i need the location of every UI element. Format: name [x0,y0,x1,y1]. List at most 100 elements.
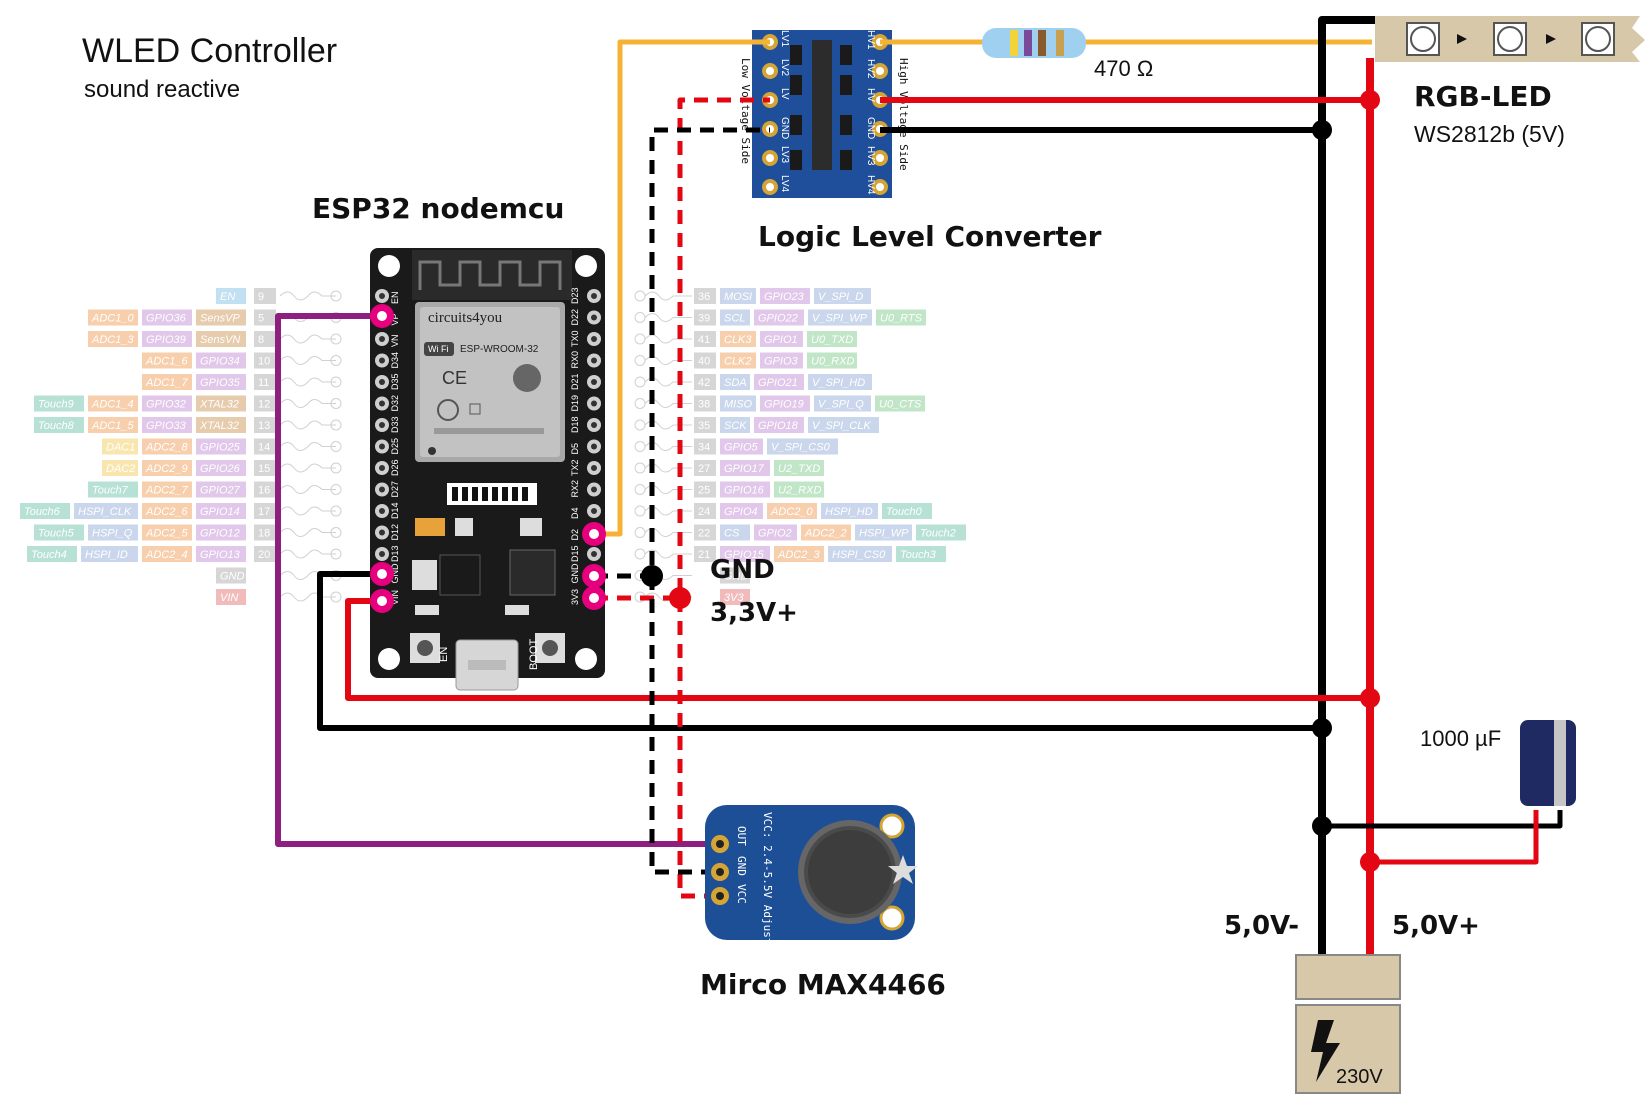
v5-esp-wire [345,598,1370,701]
esp32-header-label: D27 [390,481,400,498]
rgb-led-label: RGB-LED [1414,80,1552,113]
pinout-label: SCL [724,313,745,325]
pinout-label-box [196,503,246,519]
pinout-label-box [720,417,750,433]
pinout-label-box [882,503,932,519]
power-supply [1295,954,1401,1094]
pinout-label-box [767,503,817,519]
pinout-label: XTAL32 [199,399,239,411]
pinout-label: GPIO25 [200,442,241,454]
pinout-label-box [142,352,192,369]
pinout-label-box [855,524,912,541]
pinout-label-box [196,309,246,326]
pinout-label: HSPI_CS0 [832,549,886,561]
esp32-header-label: GND [570,563,580,584]
pinout-label: GND [724,571,749,583]
diagram-title: WLED Controller [82,32,338,70]
pinout-number: 40 [698,356,710,368]
pinout-number-box [254,546,276,562]
pinout-label-box [142,417,192,433]
pinout-label: Touch0 [886,506,923,518]
pinout-label-box [196,374,246,390]
pinout-number-box [254,374,276,390]
pinout-label-box [754,417,804,433]
pinout-label-box [754,524,797,541]
gnd-rail [1318,16,1375,958]
pinout-number: 5 [258,313,264,325]
pinout-number-box [694,481,716,498]
esp32-header-label: RX0 [570,351,580,369]
pinout-number-box [694,395,716,412]
pinout-number: 34 [698,442,710,454]
gnd-esp-wire [317,571,1322,731]
mic-out-wire [275,313,720,847]
pinout-number: 20 [258,549,270,561]
pinout-label: GPIO23 [764,291,805,303]
pinout-label: GPIO26 [200,463,241,475]
llc-pin-label: GND [865,117,876,139]
pinout-number-box [254,417,276,433]
pinout-label: ADC2_7 [145,485,188,497]
pinout-label-box [720,309,750,326]
mains-label: 230V [1336,1066,1383,1088]
pinout-label-box [808,374,872,390]
esp32-header-label: RX2 [570,480,580,498]
pinout-number-box [254,352,276,369]
pinout-label-box [808,309,872,326]
pinout-label-box [720,546,770,562]
pinout-number-box [254,438,276,455]
pinout-number-box [694,309,716,326]
pinout-label: V_SPI_Q [818,399,864,411]
pinout-label-box [196,417,246,433]
pinout-label: Touch3 [900,549,937,561]
pinout-label-box [196,546,246,562]
pinout-label-box [720,331,756,347]
mic-max4466-board: OUT GND VCC VCC: 2.4-5.5V Adjustable gai… [705,805,918,1004]
pinout-number: 22 [698,528,710,540]
en-button-label: EN [438,647,450,662]
esp32-header-label: D15 [570,545,580,562]
pinout-number-box [254,503,276,519]
llc-pin-label: GND [779,117,790,139]
pinout-label-box [774,546,824,562]
llc-pin-label: LV2 [779,59,790,76]
esp32-header-label: D22 [570,309,580,326]
pinout-number: 21 [698,549,710,561]
boot-button-label: BOOT [528,639,540,670]
pinout-label: ADC1_3 [91,334,134,346]
pinout-label: V_SPI_HD [812,377,865,389]
gnd-label: GND [710,555,775,585]
pinout-label-box [142,460,192,476]
pinout-number: 42 [698,377,710,389]
esp32-header-label: D21 [570,373,580,390]
pinout-label: ADC2_8 [145,442,188,454]
pinout-label-box [88,331,138,347]
pinout-label-box [814,288,871,304]
svg-text:CE: CE [442,368,467,388]
pinout-label-box [142,524,192,541]
llc-pin-label: HV1 [865,30,876,50]
pinout-number: 35 [698,420,710,432]
llc-pin-label: LV1 [779,30,790,47]
esp32-brand-label: circuits4you [428,310,503,326]
pinout-label-box [760,288,810,304]
pinout-number-box [694,546,716,562]
pinout-label: Touch5 [38,528,75,540]
pinout-label-box [760,331,803,347]
pinout-label: HSPI_HD [825,506,873,518]
pinout-label-box [34,417,84,433]
pinout-label: HSPI_WP [859,528,909,540]
pinout-number: 17 [258,506,270,518]
pinout-number-box [694,503,716,519]
pinout-label-box [720,438,763,455]
pinout-label: GPIO35 [200,377,241,389]
diagram-subtitle: sound reactive [84,76,241,103]
pinout-label-box [216,589,246,605]
pinout-label-box [828,546,892,562]
left-pinout-legend: 9EN5SensVPGPIO36ADC1_08SensVNGPIO39ADC1_… [20,288,342,605]
mic-pin-gnd: GND [735,856,748,876]
pinout-label-box [814,395,871,412]
pinout-label: HSPI_Q [92,528,133,540]
